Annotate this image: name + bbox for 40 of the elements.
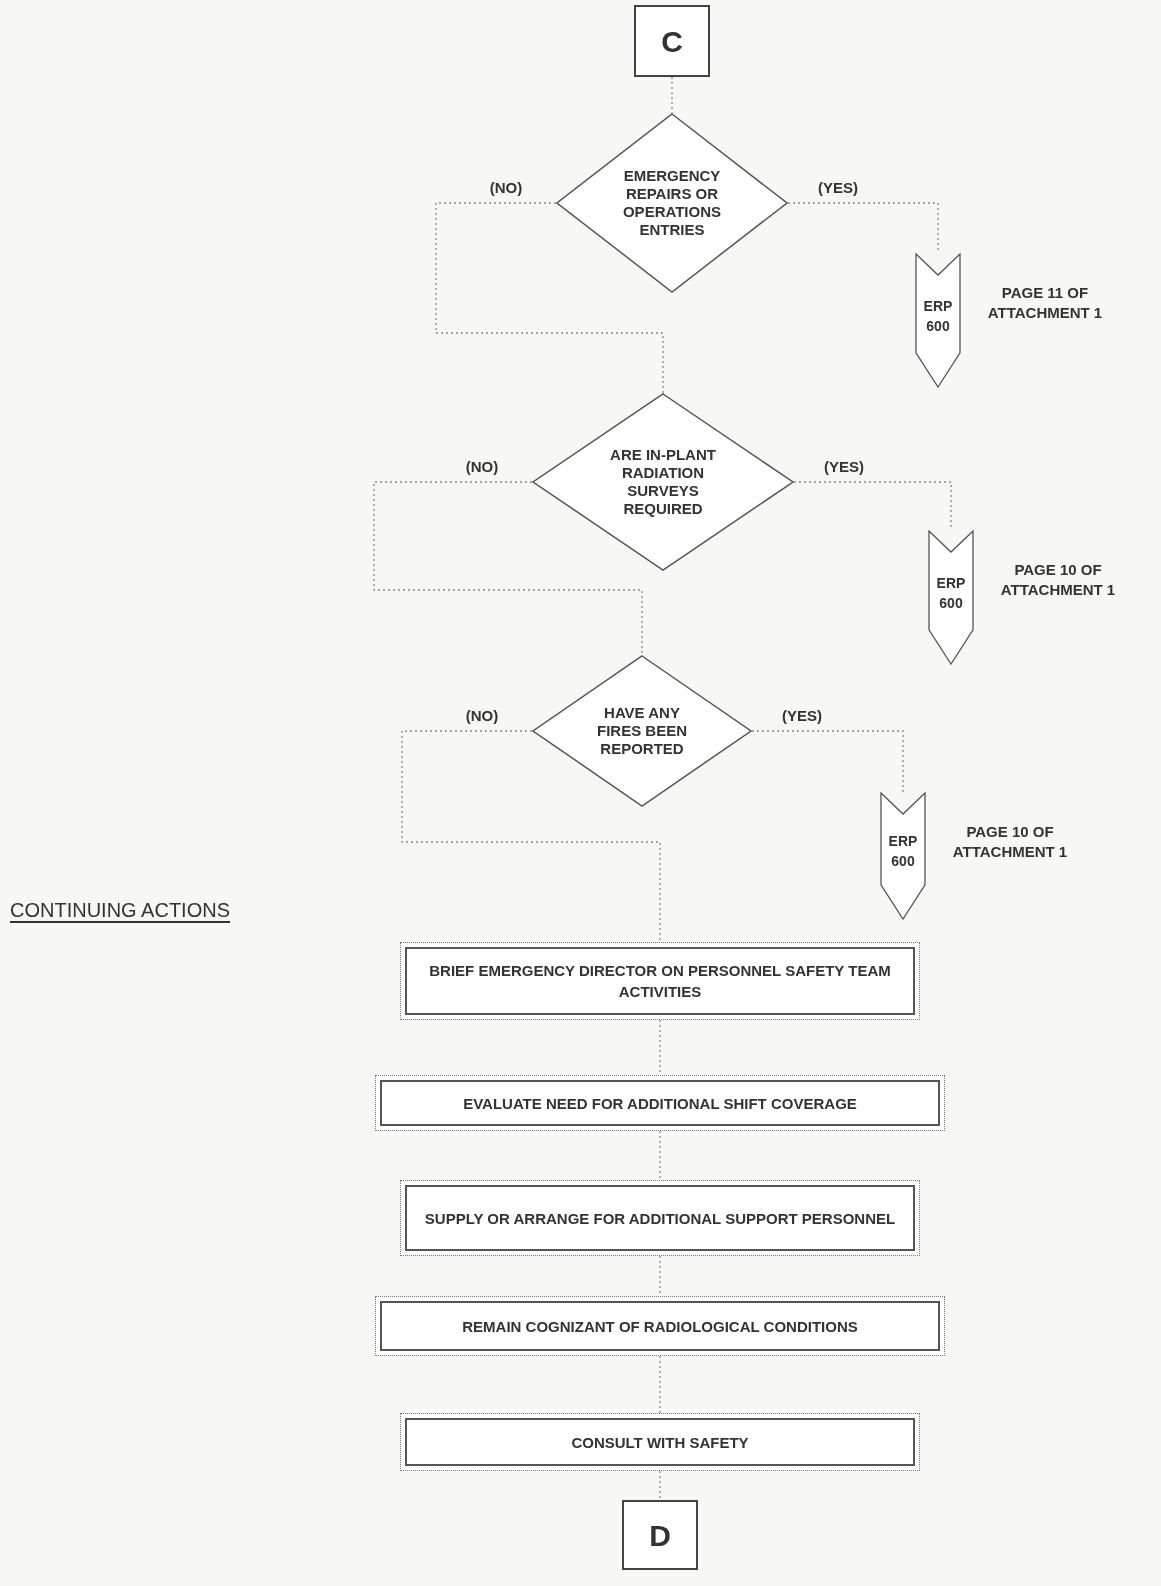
decision-diamond <box>532 655 752 807</box>
node-text: CONSULT WITH SAFETY <box>571 1432 749 1453</box>
decision-diamond <box>556 113 788 293</box>
node-text: REMAIN COGNIZANT OF RADIOLOGICAL CONDITIONS <box>462 1316 858 1337</box>
process-box <box>375 1296 945 1356</box>
connector-line <box>435 202 664 394</box>
connector-line <box>373 481 643 656</box>
node-text: BRIEF EMERGENCY DIRECTOR ON PERSONNEL SAFETY TEAM ACTIVITIES <box>428 961 892 1002</box>
edge-label: (NO) <box>488 178 524 198</box>
connector-line <box>659 1470 661 1501</box>
edge-label: (YES) <box>823 457 865 477</box>
node-text: ERP 600 <box>888 833 918 869</box>
node-text: C <box>661 23 683 60</box>
node-text: ERP 600 <box>923 297 953 334</box>
node-text: SUPPLY OR ARRANGE FOR ADDITIONAL SUPPORT PERSONNEL <box>424 1208 896 1229</box>
connector-box <box>634 5 710 77</box>
node-text: ERP 600 <box>936 574 966 611</box>
process-box <box>400 942 920 1020</box>
connector-line <box>671 76 673 114</box>
connector-line <box>401 730 661 943</box>
page-reference: PAGE 10 OF ATTACHMENT 1 <box>951 822 1069 863</box>
edge-label: (NO) <box>464 706 500 726</box>
page-reference: PAGE 11 OF ATTACHMENT 1 <box>986 283 1104 324</box>
edge-label: (YES) <box>781 706 823 726</box>
section-heading: CONTINUING ACTIONS <box>10 898 230 923</box>
node-text: EMERGENCY REPAIRS OR OPERATIONS ENTRIES <box>622 167 722 238</box>
connector-box <box>622 1500 698 1570</box>
node-text: HAVE ANY FIRES BEEN REPORTED <box>597 704 687 757</box>
connector-line <box>659 1355 661 1414</box>
edge-label: (NO) <box>464 457 500 477</box>
page-reference: PAGE 10 OF ATTACHMENT 1 <box>999 560 1117 601</box>
node-text: D <box>649 1517 671 1554</box>
edge-label: (YES) <box>817 178 859 198</box>
node-text: EVALUATE NEED FOR ADDITIONAL SHIFT COVERAGE <box>463 1093 857 1114</box>
process-box <box>375 1075 945 1131</box>
decision-diamond <box>532 393 794 571</box>
connector-line <box>659 1130 661 1181</box>
process-box <box>400 1180 920 1256</box>
node-text: ARE IN-PLANT RADIATION SURVEYS REQUIRED <box>610 446 716 517</box>
process-box <box>400 1413 920 1471</box>
